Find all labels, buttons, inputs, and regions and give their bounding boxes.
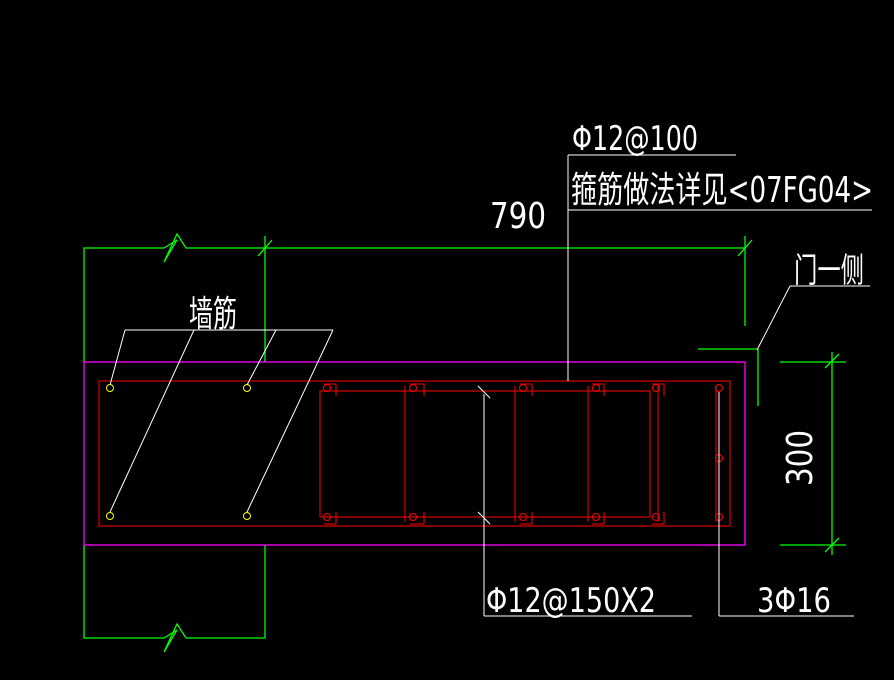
hook xyxy=(410,383,425,396)
wall-bar-dot xyxy=(106,384,114,392)
wall-outline xyxy=(83,232,846,653)
rebar-dot xyxy=(323,513,331,521)
leader-wall-3 xyxy=(246,329,277,386)
leader-wall-2 xyxy=(109,329,195,513)
door-side-label: 门一侧 xyxy=(794,251,864,291)
leader-lines xyxy=(109,154,872,617)
hook xyxy=(652,512,665,525)
rebar-dot xyxy=(715,384,723,392)
hook xyxy=(324,512,337,525)
main-bar-spec-label: 3Φ16 xyxy=(757,581,831,621)
outer-stirrup xyxy=(98,380,731,527)
dim-tick-left xyxy=(257,239,273,257)
wall-bar-dot xyxy=(106,512,114,520)
leader-door-diagonal xyxy=(756,285,791,351)
stirrup-note-label: 箍筋做法详见<07FG04> xyxy=(571,170,873,211)
wall-rebar-label: 墙筋 xyxy=(189,294,237,335)
rebar-dot xyxy=(652,384,660,392)
wall-bar-dot xyxy=(243,512,251,520)
overall-dimension-label: 790 xyxy=(490,196,546,237)
wall-bottom-edge xyxy=(83,545,266,653)
depth-dimension-label: 300 xyxy=(780,430,821,486)
hook xyxy=(520,512,533,525)
leader-tie-tick-top xyxy=(477,385,491,399)
lintel-outline xyxy=(83,361,746,546)
tie-spec-label: Φ12@150X2 xyxy=(486,581,656,621)
rebar-dot xyxy=(652,513,660,521)
wall-bar-dot xyxy=(243,384,251,392)
rebar-dot xyxy=(592,384,600,392)
inner-stirrup xyxy=(319,390,651,518)
dim-tick-300-top xyxy=(824,353,840,369)
rebar-dot xyxy=(323,384,331,392)
hook xyxy=(520,383,533,396)
rebar-dot xyxy=(519,384,527,392)
rebar-cage xyxy=(98,380,731,527)
hook xyxy=(410,512,425,525)
hook xyxy=(324,383,337,396)
dim-tick-300-bottom xyxy=(824,537,840,553)
rebar-dot xyxy=(409,513,417,521)
rebar-dot xyxy=(592,513,600,521)
dim-tick-right xyxy=(737,239,753,257)
leader-wall-1 xyxy=(109,329,126,386)
wall-top-edge xyxy=(83,232,745,362)
rebar-dot xyxy=(519,513,527,521)
leader-wall-4 xyxy=(246,329,334,513)
stirrup-spec-label: Φ12@100 xyxy=(572,119,698,159)
hook xyxy=(592,512,605,525)
leader-tie-tick-bottom xyxy=(477,511,491,525)
wall-rebar-dots xyxy=(106,384,251,520)
rebar-dot xyxy=(409,384,417,392)
